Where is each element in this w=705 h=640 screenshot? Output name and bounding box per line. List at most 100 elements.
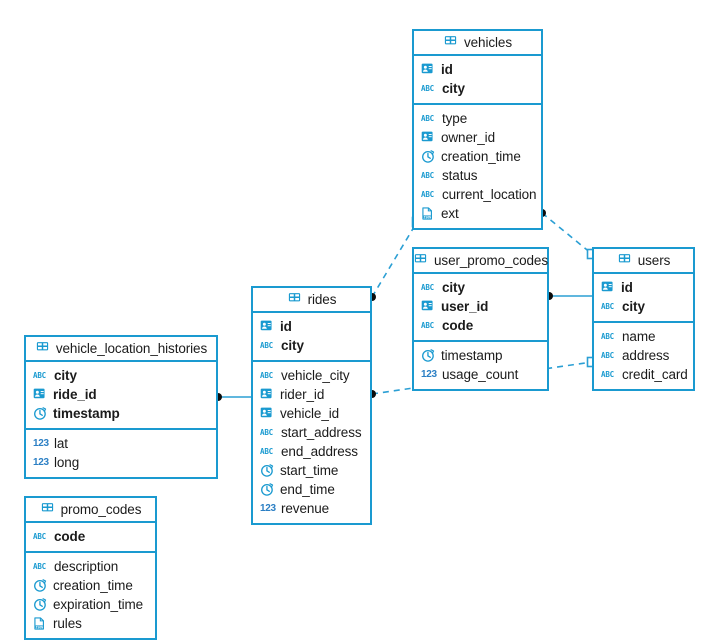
field-row[interactable]: start_time xyxy=(253,461,370,480)
relationship-user_promo_codes-users[interactable] xyxy=(545,292,592,300)
field-row[interactable]: ABC end_address xyxy=(253,442,370,461)
field-name: expiration_time xyxy=(53,597,144,612)
table-header-promo_codes[interactable]: promo_codes xyxy=(26,498,155,523)
abc-icon: ABC xyxy=(260,341,273,350)
field-name: id xyxy=(441,62,453,77)
field-name: timestamp xyxy=(53,406,120,421)
table-header-users[interactable]: users xyxy=(594,249,693,274)
id-card-icon xyxy=(260,406,275,421)
field-name: city xyxy=(442,81,465,96)
field-name: user_id xyxy=(441,299,489,314)
field-name: long xyxy=(54,455,80,470)
field-row[interactable]: owner_id xyxy=(414,128,541,147)
table-header-user_promo_codes[interactable]: user_promo_codes xyxy=(413,249,548,274)
field-row[interactable]: ride_id xyxy=(26,385,216,404)
field-row[interactable]: rider_id xyxy=(253,385,370,404)
table-grid-icon xyxy=(40,502,55,517)
field-name: city xyxy=(54,368,77,383)
table-header-rides[interactable]: rides xyxy=(253,288,370,313)
field-row[interactable]: ABC city xyxy=(414,79,541,98)
table-grid-icon xyxy=(617,253,632,268)
field-row[interactable]: ABC vehicle_city xyxy=(253,366,370,385)
id-card-icon xyxy=(33,387,48,402)
field-row[interactable]: id xyxy=(414,60,541,79)
table-header-vehicle_location_histories[interactable]: vehicle_location_histories xyxy=(26,337,216,362)
svg-text:JSON: JSON xyxy=(423,215,431,219)
abc-icon: ABC xyxy=(260,371,273,380)
field-row[interactable]: timestamp xyxy=(26,404,216,423)
field-name: timestamp xyxy=(441,348,503,363)
id-card-icon xyxy=(601,280,616,295)
field-name: end_address xyxy=(281,444,358,459)
table-title: promo_codes xyxy=(60,502,142,517)
field-name: vehicle_city xyxy=(281,368,350,383)
table-grid-icon xyxy=(287,292,302,307)
table-grid-icon xyxy=(413,253,428,268)
field-name: start_time xyxy=(280,463,339,478)
abc-icon: ABC xyxy=(260,447,273,456)
abc-icon: ABC xyxy=(421,84,434,93)
field-row[interactable]: expiration_time xyxy=(26,595,155,614)
field-name: current_location xyxy=(442,187,537,202)
relationship-vlh-rides[interactable] xyxy=(214,393,251,401)
field-name: rules xyxy=(53,616,82,631)
field-row[interactable]: timestamp xyxy=(414,346,547,365)
table-title: vehicle_location_histories xyxy=(55,341,208,356)
json-file-icon: JSON xyxy=(421,206,436,221)
field-row[interactable]: end_time xyxy=(253,480,370,499)
field-name: description xyxy=(54,559,119,574)
field-row[interactable]: id xyxy=(253,317,370,336)
id-card-icon xyxy=(260,387,275,402)
123-icon: 123 xyxy=(421,369,437,380)
abc-icon: ABC xyxy=(601,332,614,341)
table-title: users xyxy=(637,253,671,268)
abc-icon: ABC xyxy=(601,370,614,379)
clock-icon xyxy=(260,482,275,497)
field-row[interactable]: creation_time xyxy=(414,147,541,166)
table-header-vehicles[interactable]: vehicles xyxy=(414,31,541,56)
field-row[interactable]: id xyxy=(594,278,693,297)
clock-icon xyxy=(33,597,48,612)
field-row[interactable]: user_id xyxy=(414,297,547,316)
clock-icon xyxy=(421,348,436,363)
field-name: creation_time xyxy=(53,578,133,593)
field-row[interactable]: vehicle_id xyxy=(253,404,370,423)
field-name: ride_id xyxy=(53,387,97,402)
field-name: lat xyxy=(54,436,68,451)
clock-icon xyxy=(33,406,48,421)
field-row[interactable]: creation_time xyxy=(26,576,155,595)
